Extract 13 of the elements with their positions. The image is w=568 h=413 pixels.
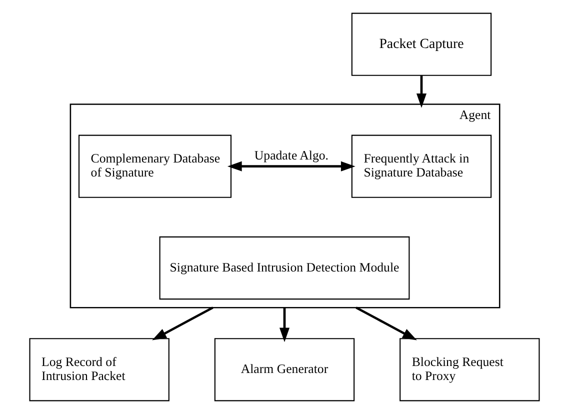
node-box: Signature Based Intrusion Detection Module bbox=[158, 236, 410, 300]
node-box: Alarm Generator bbox=[214, 338, 354, 401]
arrow bbox=[416, 75, 426, 108]
edge-label: Upadate Algo. bbox=[254, 148, 328, 162]
node-box: Frequently Attack in Signature Database bbox=[350, 134, 492, 198]
node-box: Packet Capture bbox=[350, 12, 492, 76]
arrow bbox=[355, 306, 416, 340]
node-box: Complemenary Database of Signature bbox=[78, 134, 232, 198]
arrow bbox=[278, 307, 290, 342]
arrow bbox=[226, 160, 355, 171]
node-box: Log Record of Intrusion Packet bbox=[28, 338, 169, 401]
arrow bbox=[152, 306, 213, 340]
node-box: Blocking Request to Proxy bbox=[399, 338, 540, 401]
